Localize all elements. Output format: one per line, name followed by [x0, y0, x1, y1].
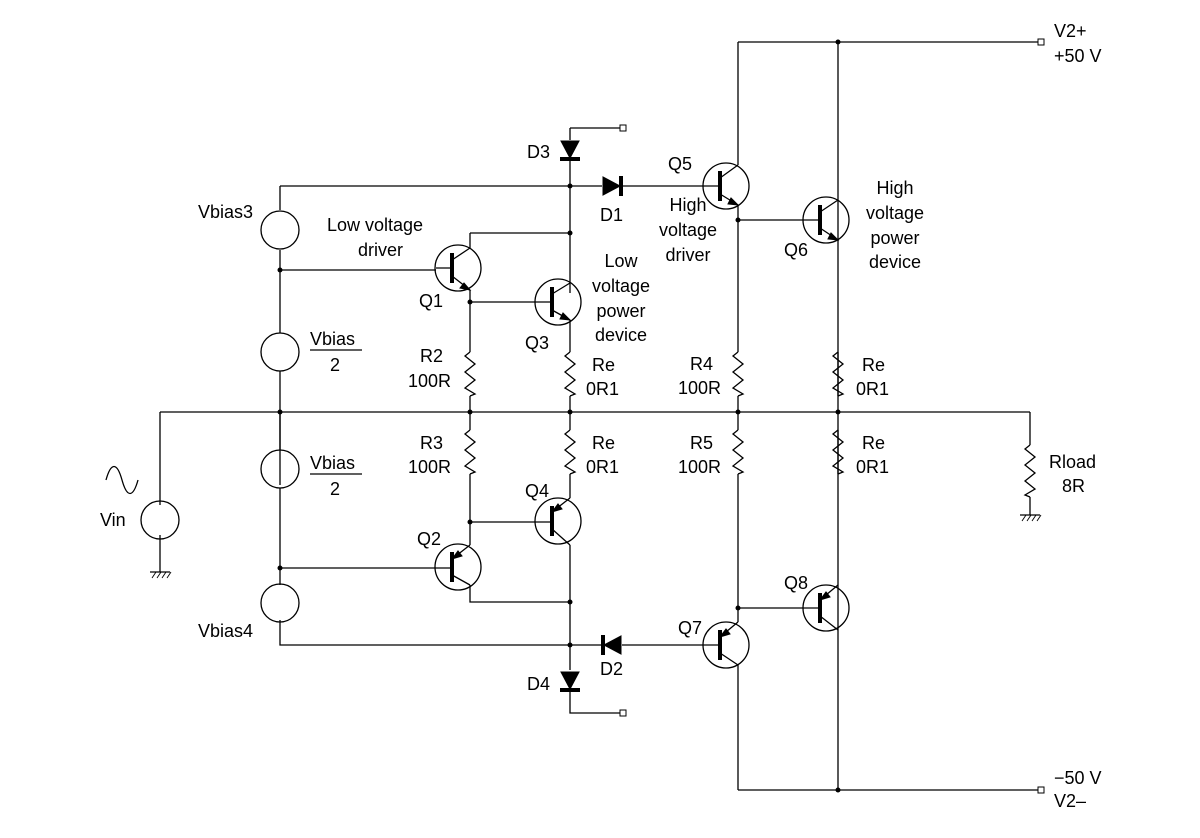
q1-label: Q1 — [419, 291, 443, 311]
vbias-half-lower-num: Vbias — [310, 453, 355, 473]
diode-d3-icon — [560, 140, 580, 161]
re-upper-high-name: Re — [862, 355, 885, 375]
r2-value: 100R — [408, 371, 451, 391]
resistor-re-upper-high-icon — [831, 351, 845, 397]
re-lower-low-value: 0R1 — [586, 457, 619, 477]
re-lower-high-name: Re — [862, 433, 885, 453]
low-voltage-power-line2: voltage — [592, 276, 650, 296]
sine-wave-icon — [105, 465, 139, 495]
q2-label: Q2 — [417, 529, 441, 549]
rload-value: 8R — [1062, 476, 1085, 496]
resistor-re-lower-high-icon — [831, 429, 845, 475]
resistor-r3-icon — [463, 429, 477, 475]
r4-value: 100R — [678, 378, 721, 398]
supply-pos-name: V2+ — [1054, 21, 1087, 41]
vbias4-label: Vbias4 — [198, 621, 253, 641]
resistor-r2-icon — [463, 351, 477, 397]
d1-label: D1 — [600, 205, 623, 225]
resistor-r4-icon — [731, 351, 745, 397]
supply-pos-value: +50 V — [1054, 46, 1102, 66]
transistor-q6-icon — [802, 196, 850, 244]
re-upper-low-name: Re — [592, 355, 615, 375]
diode-d4-icon — [560, 671, 580, 692]
q4-label: Q4 — [525, 481, 549, 501]
r5-name: R5 — [690, 433, 713, 453]
high-voltage-power-line1: High — [876, 178, 913, 198]
vin-source — [140, 500, 180, 540]
high-voltage-power-line2: voltage — [866, 203, 924, 223]
transistor-q2-icon — [434, 543, 482, 591]
vbias-half-lower-source — [260, 449, 300, 489]
q7-label: Q7 — [678, 618, 702, 638]
r2-name: R2 — [420, 346, 443, 366]
r3-name: R3 — [420, 433, 443, 453]
r4-name: R4 — [690, 354, 713, 374]
resistor-re-upper-low-icon — [563, 351, 577, 397]
vbias3-source — [260, 210, 300, 250]
transistor-q1-icon — [434, 244, 482, 292]
re-upper-high-value: 0R1 — [856, 379, 889, 399]
d2-label: D2 — [600, 659, 623, 679]
low-voltage-power-line4: device — [595, 325, 647, 345]
ground-icon — [150, 571, 172, 579]
r5-value: 100R — [678, 457, 721, 477]
vbias-half-upper-den: 2 — [330, 355, 340, 375]
transistor-q8-icon — [802, 584, 850, 632]
diode-d1-icon — [602, 176, 623, 196]
high-voltage-driver-line2: voltage — [659, 220, 717, 240]
q3-label: Q3 — [525, 333, 549, 353]
re-upper-low-value: 0R1 — [586, 379, 619, 399]
supply-neg-name: V2– — [1054, 791, 1086, 811]
rload-name: Rload — [1049, 452, 1096, 472]
low-voltage-power-line3: power — [596, 301, 645, 321]
transistor-q5-icon — [702, 162, 750, 210]
vbias-half-lower-den: 2 — [330, 479, 340, 499]
transistor-q4-icon — [534, 497, 582, 546]
resistor-re-lower-low-icon — [563, 429, 577, 475]
q8-label: Q8 — [784, 573, 808, 593]
resistor-r5-icon — [731, 429, 745, 475]
junction-dots — [277, 39, 841, 793]
transistor-q3-icon — [534, 278, 582, 326]
vbias-half-upper-num: Vbias — [310, 329, 355, 349]
resistor-rload-icon — [1023, 444, 1037, 498]
vin-label: Vin — [100, 510, 126, 530]
vbias-half-upper-source — [260, 332, 300, 372]
high-voltage-driver-line3: driver — [665, 245, 710, 265]
r3-value: 100R — [408, 457, 451, 477]
vbias3-label: Vbias3 — [198, 202, 253, 222]
re-lower-high-value: 0R1 — [856, 457, 889, 477]
supply-neg-value: −50 V — [1054, 768, 1102, 788]
diode-d2-icon — [601, 635, 622, 655]
terminals — [619, 38, 1045, 794]
low-voltage-driver-line2: driver — [358, 240, 403, 260]
vbias4-source — [260, 583, 300, 623]
high-voltage-power-line3: power — [870, 228, 919, 248]
wiring — [159, 41, 1038, 791]
high-voltage-driver-line1: High — [669, 195, 706, 215]
low-voltage-power-line1: Low — [604, 251, 638, 271]
re-lower-low-name: Re — [592, 433, 615, 453]
high-voltage-power-line4: device — [869, 252, 921, 272]
ground-icon — [1020, 514, 1042, 522]
d4-label: D4 — [527, 674, 550, 694]
q6-label: Q6 — [784, 240, 808, 260]
d3-label: D3 — [527, 142, 550, 162]
q5-label: Q5 — [668, 154, 692, 174]
transistor-q7-icon — [702, 621, 750, 669]
low-voltage-driver-line1: Low voltage — [327, 215, 423, 235]
